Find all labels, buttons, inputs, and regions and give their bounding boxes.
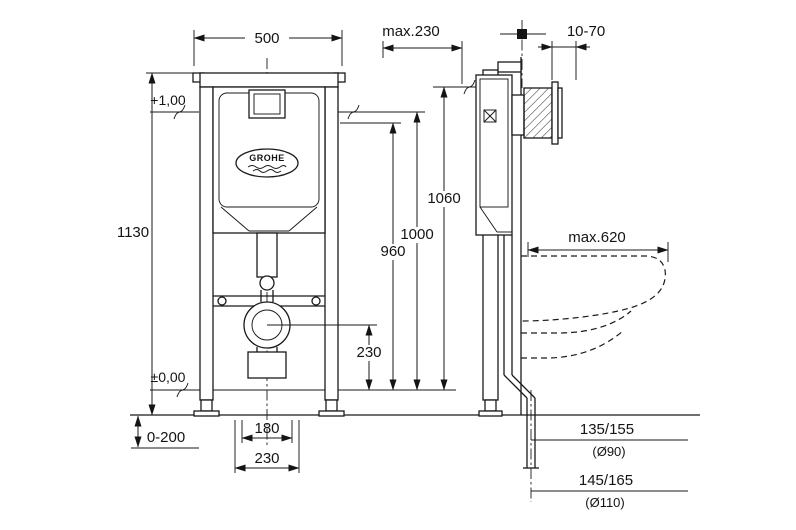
dim-foot-adjust-label: 0-200	[147, 429, 185, 446]
actuator-plate	[551, 81, 559, 145]
left-bracket-bolt	[217, 296, 227, 306]
dim-180-label: 180	[254, 420, 279, 437]
dim-bottom-230-label: 230	[254, 450, 279, 467]
level-break-mark	[347, 104, 360, 120]
right-foot	[325, 399, 338, 412]
side-foot	[484, 399, 497, 412]
side-view	[475, 20, 666, 502]
frame-right-rail	[324, 86, 339, 401]
dim-960-label: 960	[380, 243, 405, 260]
actuator-plate-cap	[557, 87, 563, 139]
dim-outlet-b-label: 145/165	[579, 472, 633, 489]
dim-1000-label: 1000	[400, 226, 433, 243]
level-zero-label: ±0,00	[151, 369, 186, 385]
dim-outlet-a-label: 135/155	[580, 421, 634, 438]
frame-top-bar	[199, 72, 339, 88]
level-break-mark	[176, 382, 189, 398]
dim-width-label: 500	[254, 30, 279, 47]
level-break-mark	[173, 104, 186, 120]
mounting-bolt	[517, 29, 527, 39]
drain-elbow-box	[247, 351, 287, 379]
flush-pipe	[256, 232, 278, 278]
dim-1060-label: 1060	[427, 190, 460, 207]
front-view: GROHE	[192, 58, 346, 445]
flush-access-box	[248, 89, 286, 119]
flush-duct	[511, 94, 525, 136]
dim-height-label: 1130	[117, 224, 149, 241]
dim-max-230-label: max.230	[382, 23, 440, 40]
right-foot-plate	[318, 410, 345, 417]
grohe-logo: GROHE	[235, 148, 299, 178]
dim-outlet-b-dia-label: (Ø110)	[585, 495, 625, 510]
toilet-bowl-outline	[520, 255, 666, 359]
wall-bracket	[497, 61, 522, 73]
dim-plate-range-label: 10-70	[567, 23, 605, 40]
rail-bolt-detail	[483, 109, 497, 123]
side-cistern	[475, 74, 513, 236]
dim-outlet-a-dia-label: (Ø90)	[592, 444, 625, 459]
dim-bowl-depth-label: max.620	[568, 229, 626, 246]
level-break-mark	[463, 79, 476, 95]
front-dimensions: 500 1130 +1,00 ±0,00 230 960 1000 1060	[117, 29, 477, 473]
side-foot-plate	[478, 410, 503, 417]
right-bracket-bolt	[311, 296, 321, 306]
pipe-flange	[259, 275, 275, 291]
level-top-label: +1,00	[150, 92, 186, 108]
actuator-plate-box	[523, 87, 553, 139]
frame-left-rail	[199, 86, 214, 401]
dim-outlet-height-label: 230	[356, 344, 381, 361]
grohe-logo-text: GROHE	[249, 153, 285, 163]
left-foot	[200, 399, 213, 412]
side-dimensions: max.230 10-70 max.620 135/155 (Ø90) 145/…	[382, 23, 688, 510]
left-foot-plate	[193, 410, 220, 417]
